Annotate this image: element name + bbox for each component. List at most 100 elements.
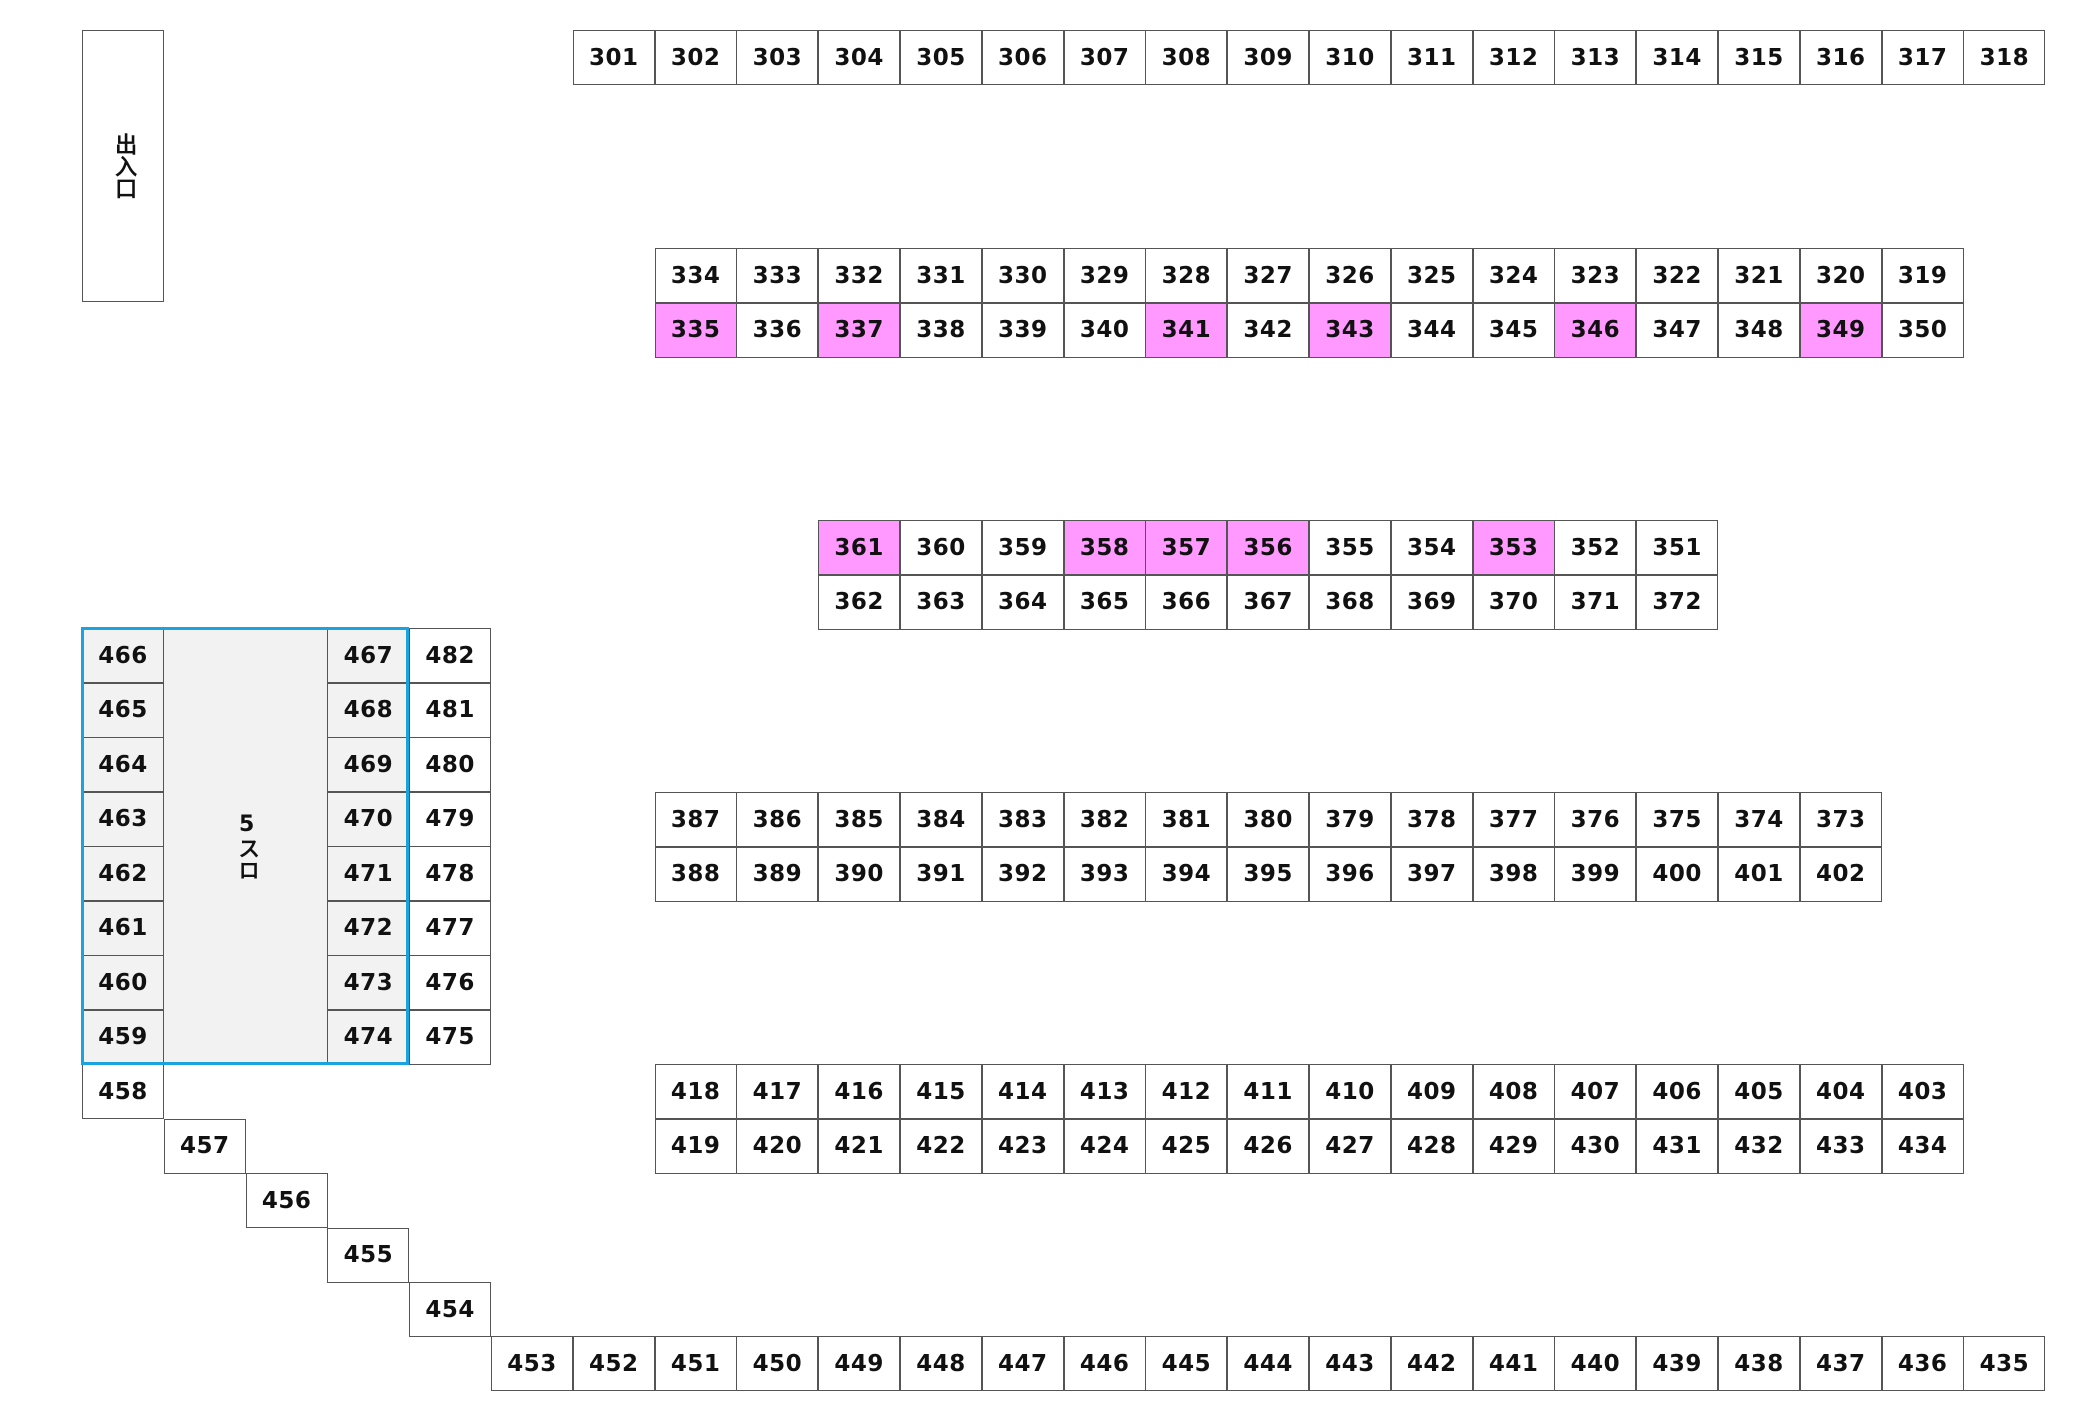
machine-479: 479	[409, 791, 492, 847]
machine-303: 303	[736, 30, 819, 85]
machine-456: 456	[245, 1173, 328, 1228]
machine-301: 301	[572, 30, 655, 85]
machine-431: 431	[1636, 1118, 1719, 1174]
machine-440: 440	[1554, 1336, 1637, 1391]
machine-309: 309	[1227, 30, 1310, 85]
machine-350: 350	[1881, 302, 1964, 358]
machine-392: 392	[981, 846, 1064, 902]
machine-388: 388	[654, 846, 737, 902]
machine-453: 453	[491, 1336, 573, 1391]
machine-444: 444	[1227, 1336, 1310, 1391]
machine-374: 374	[1718, 792, 1800, 847]
machine-460: 460	[82, 955, 164, 1010]
machine-333: 333	[736, 248, 819, 303]
machine-419: 419	[654, 1118, 737, 1174]
machine-362: 362	[818, 574, 901, 630]
machine-418: 418	[654, 1064, 737, 1119]
machine-450: 450	[736, 1336, 819, 1391]
machine-443: 443	[1309, 1336, 1391, 1391]
machine-358: 358	[1063, 520, 1146, 575]
entrance-label: 出入口	[111, 133, 137, 199]
machine-464: 464	[82, 737, 164, 792]
machine-420: 420	[736, 1118, 819, 1174]
machine-383: 383	[981, 792, 1064, 847]
machine-427: 427	[1309, 1118, 1391, 1174]
machine-438: 438	[1718, 1336, 1800, 1391]
machine-318: 318	[1963, 30, 2046, 85]
machine-410: 410	[1309, 1064, 1391, 1119]
machine-434: 434	[1881, 1118, 1964, 1174]
machine-326: 326	[1309, 248, 1391, 303]
machine-475: 475	[409, 1009, 492, 1065]
machine-367: 367	[1227, 574, 1310, 630]
machine-425: 425	[1145, 1118, 1228, 1174]
machine-417: 417	[736, 1064, 819, 1119]
machine-338: 338	[900, 302, 982, 358]
machine-377: 377	[1472, 792, 1555, 847]
machine-473: 473	[327, 955, 410, 1010]
machine-407: 407	[1554, 1064, 1637, 1119]
machine-311: 311	[1390, 30, 1473, 85]
machine-465: 465	[82, 682, 164, 738]
machine-324: 324	[1472, 248, 1555, 303]
machine-376: 376	[1554, 792, 1637, 847]
machine-454: 454	[409, 1282, 492, 1337]
machine-459: 459	[82, 1009, 164, 1065]
machine-467: 467	[327, 628, 410, 683]
machine-470: 470	[327, 791, 410, 847]
machine-455: 455	[327, 1227, 410, 1283]
machine-375: 375	[1636, 792, 1719, 847]
slot-island-label: 5スロ	[234, 811, 260, 881]
machine-359: 359	[981, 520, 1064, 575]
machine-449: 449	[818, 1336, 901, 1391]
machine-445: 445	[1145, 1336, 1228, 1391]
machine-346: 346	[1554, 302, 1637, 358]
machine-328: 328	[1145, 248, 1228, 303]
machine-442: 442	[1390, 1336, 1473, 1391]
machine-412: 412	[1145, 1064, 1228, 1119]
entrance-box: 出入口	[82, 30, 164, 302]
machine-354: 354	[1390, 520, 1473, 575]
machine-323: 323	[1554, 248, 1637, 303]
machine-331: 331	[900, 248, 982, 303]
machine-414: 414	[981, 1064, 1064, 1119]
machine-439: 439	[1636, 1336, 1719, 1391]
machine-476: 476	[409, 955, 492, 1010]
machine-385: 385	[818, 792, 901, 847]
machine-332: 332	[818, 248, 901, 303]
machine-384: 384	[900, 792, 982, 847]
machine-381: 381	[1145, 792, 1228, 847]
machine-304: 304	[818, 30, 901, 85]
machine-411: 411	[1227, 1064, 1310, 1119]
machine-360: 360	[900, 520, 982, 575]
machine-433: 433	[1799, 1118, 1882, 1174]
machine-302: 302	[654, 30, 737, 85]
machine-380: 380	[1227, 792, 1310, 847]
machine-428: 428	[1390, 1118, 1473, 1174]
machine-423: 423	[981, 1118, 1064, 1174]
machine-387: 387	[654, 792, 737, 847]
machine-370: 370	[1472, 574, 1555, 630]
machine-394: 394	[1145, 846, 1228, 902]
machine-313: 313	[1554, 30, 1637, 85]
machine-349: 349	[1799, 302, 1882, 358]
machine-472: 472	[327, 900, 410, 956]
machine-398: 398	[1472, 846, 1555, 902]
machine-345: 345	[1472, 302, 1555, 358]
machine-341: 341	[1145, 302, 1228, 358]
machine-347: 347	[1636, 302, 1719, 358]
machine-452: 452	[572, 1336, 655, 1391]
machine-437: 437	[1799, 1336, 1882, 1391]
machine-390: 390	[818, 846, 901, 902]
machine-356: 356	[1227, 520, 1310, 575]
machine-305: 305	[900, 30, 982, 85]
machine-307: 307	[1063, 30, 1146, 85]
machine-466: 466	[82, 628, 164, 683]
machine-327: 327	[1227, 248, 1310, 303]
machine-416: 416	[818, 1064, 901, 1119]
machine-340: 340	[1063, 302, 1146, 358]
machine-409: 409	[1390, 1064, 1473, 1119]
machine-352: 352	[1554, 520, 1637, 575]
machine-477: 477	[409, 900, 492, 956]
machine-422: 422	[900, 1118, 982, 1174]
